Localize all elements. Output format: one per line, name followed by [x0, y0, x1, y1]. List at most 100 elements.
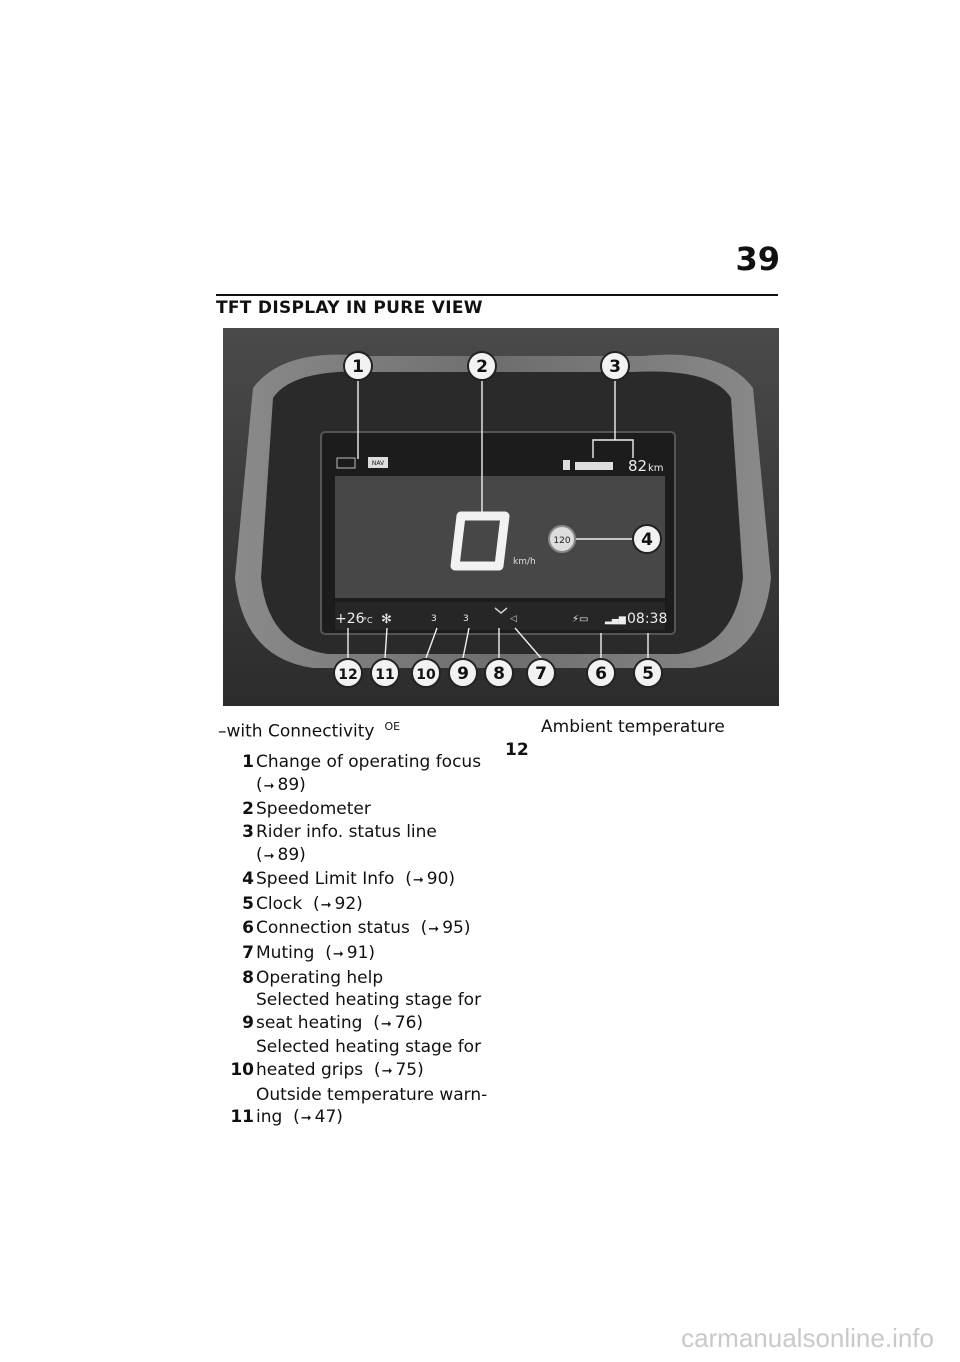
- legend-item-text: Speed Limit Info (➞90): [256, 868, 506, 893]
- legend-item-text: Outside temperature warn-: [256, 1084, 506, 1107]
- signal-icon: ▂▄▆: [604, 615, 627, 625]
- callout-circle-12: [333, 658, 363, 688]
- page-reference: (➞76): [362, 1013, 423, 1033]
- callout-circle-5: [633, 658, 663, 688]
- legend-item-label: Speed Limit Info: [256, 869, 395, 890]
- callout-circle-2: [467, 351, 497, 381]
- temperature-unit: °C: [363, 616, 373, 625]
- legend-item-text: heated grips (➞75): [256, 1059, 506, 1084]
- section-title: TFT DISPLAY IN PURE VIEW: [216, 298, 483, 318]
- grip-heat-value: 3: [431, 614, 437, 624]
- legend-item-label: heated grips: [256, 1059, 364, 1080]
- callout-label-9: 9: [457, 664, 469, 684]
- legend-item-number: 11: [230, 1107, 254, 1128]
- legend-item-number: [216, 844, 256, 869]
- legend-item-number: 10: [230, 1059, 254, 1080]
- seat-heat-value: 3: [463, 614, 469, 624]
- legend-item-text: seat heating (➞76): [256, 1012, 506, 1037]
- clock-value: 08:38: [627, 611, 667, 627]
- callout-label-3: 3: [609, 357, 621, 377]
- nav-label: NAV: [372, 460, 385, 467]
- legend-item-number: [216, 1036, 256, 1059]
- callout-label-10: 10: [416, 667, 436, 683]
- arrow-right-icon: ➞: [428, 922, 440, 938]
- legend-item-label: Change of operating focus: [256, 752, 482, 773]
- legend-item-text: Selected heating stage for: [256, 989, 506, 1012]
- legend-item-row: Outside temperature warn-: [216, 1084, 506, 1107]
- page-reference: (➞95): [410, 918, 471, 938]
- legend-item-label: Clock: [256, 893, 303, 914]
- temperature-value: +26: [335, 611, 365, 627]
- callout-circle-7: [526, 658, 556, 688]
- page-number: 39: [735, 240, 780, 278]
- legend-item-number: 3: [242, 822, 254, 843]
- legend-item-label: Rider info. status line: [256, 822, 437, 843]
- legend-item-number: 7: [242, 943, 254, 963]
- tft-display-figure: NAV 82 km km/h 120 +26 °C ✻ 3 3 ◁ ⚡▭ ▂▄▆…: [223, 328, 779, 706]
- legend-item-number: 5: [242, 893, 254, 914]
- legend-item-label: Connection status: [256, 918, 410, 939]
- legend-item-ref-row: (➞89): [216, 774, 506, 799]
- watermark: carmanualsonline.info: [681, 1323, 934, 1353]
- callout-label-12: 12: [338, 667, 357, 683]
- callout-label-6: 6: [595, 664, 607, 684]
- legend-item-ref-row: (➞89): [216, 844, 506, 869]
- callout-label-4: 4: [641, 530, 653, 550]
- page-reference: (➞92): [302, 894, 363, 914]
- legend-item-12-number: 12: [505, 739, 529, 760]
- legend-item-text: Speedometer: [256, 798, 506, 821]
- legend-item-text: Connection status (➞95): [256, 917, 506, 942]
- arrow-right-icon: ➞: [263, 778, 275, 794]
- legend-item-12-text: Ambient temperature: [541, 717, 725, 737]
- legend-item-text: Clock (➞92): [256, 893, 506, 918]
- legend-intro-sup: OE: [384, 720, 401, 733]
- arrow-right-icon: ➞: [300, 1111, 312, 1127]
- legend-item-number: 2: [242, 799, 254, 820]
- legend-item-text: Operating help: [256, 967, 506, 990]
- legend-item-label: ing: [256, 1107, 283, 1128]
- arrow-right-icon: ➞: [412, 873, 424, 889]
- callout-label-2: 2: [476, 357, 488, 377]
- legend-item-text: Selected heating stage for: [256, 1036, 506, 1059]
- arrow-right-icon: ➞: [381, 1063, 393, 1079]
- callout-circle-4: [632, 524, 662, 554]
- legend-item-number: [216, 989, 256, 1012]
- legend-item-number: 4: [242, 869, 254, 890]
- callout-circle-10: [411, 658, 441, 688]
- mute-icon: ◁: [510, 614, 517, 624]
- legend-item-label: Speedometer: [256, 799, 371, 820]
- callout-label-8: 8: [493, 664, 505, 684]
- legend-item-number: 8: [242, 967, 254, 988]
- page-reference: (➞75): [363, 1060, 424, 1080]
- legend-column-two: Ambient temperature 12: [505, 716, 765, 761]
- page-reference: (➞90): [394, 869, 455, 889]
- arrow-right-icon: ➞: [263, 848, 275, 864]
- legend-item-number: 1: [242, 752, 254, 773]
- page-reference: (➞89): [256, 844, 506, 869]
- page-reference: (➞91): [314, 943, 375, 963]
- legend-item-number: 6: [242, 918, 254, 939]
- legend-item-label: Muting: [256, 943, 315, 963]
- speed-limit-value: 120: [553, 536, 570, 546]
- arrow-right-icon: ➞: [380, 1016, 392, 1032]
- legend-item-label: Outside temperature warn-: [256, 1084, 488, 1105]
- connection-icon: ⚡▭: [572, 614, 588, 625]
- legend-item-label: seat heating: [256, 1012, 363, 1033]
- legend-item-number: [216, 1084, 256, 1107]
- callout-circle-8: [484, 658, 514, 688]
- legend-item-row: Selected heating stage for: [216, 1036, 506, 1059]
- legend-item-text: ing (➞47): [256, 1106, 506, 1131]
- legend-item-number: 9: [242, 1012, 254, 1033]
- range-unit: km: [648, 463, 664, 474]
- legend-item-number: [216, 774, 256, 799]
- callout-circle-11: [370, 658, 400, 688]
